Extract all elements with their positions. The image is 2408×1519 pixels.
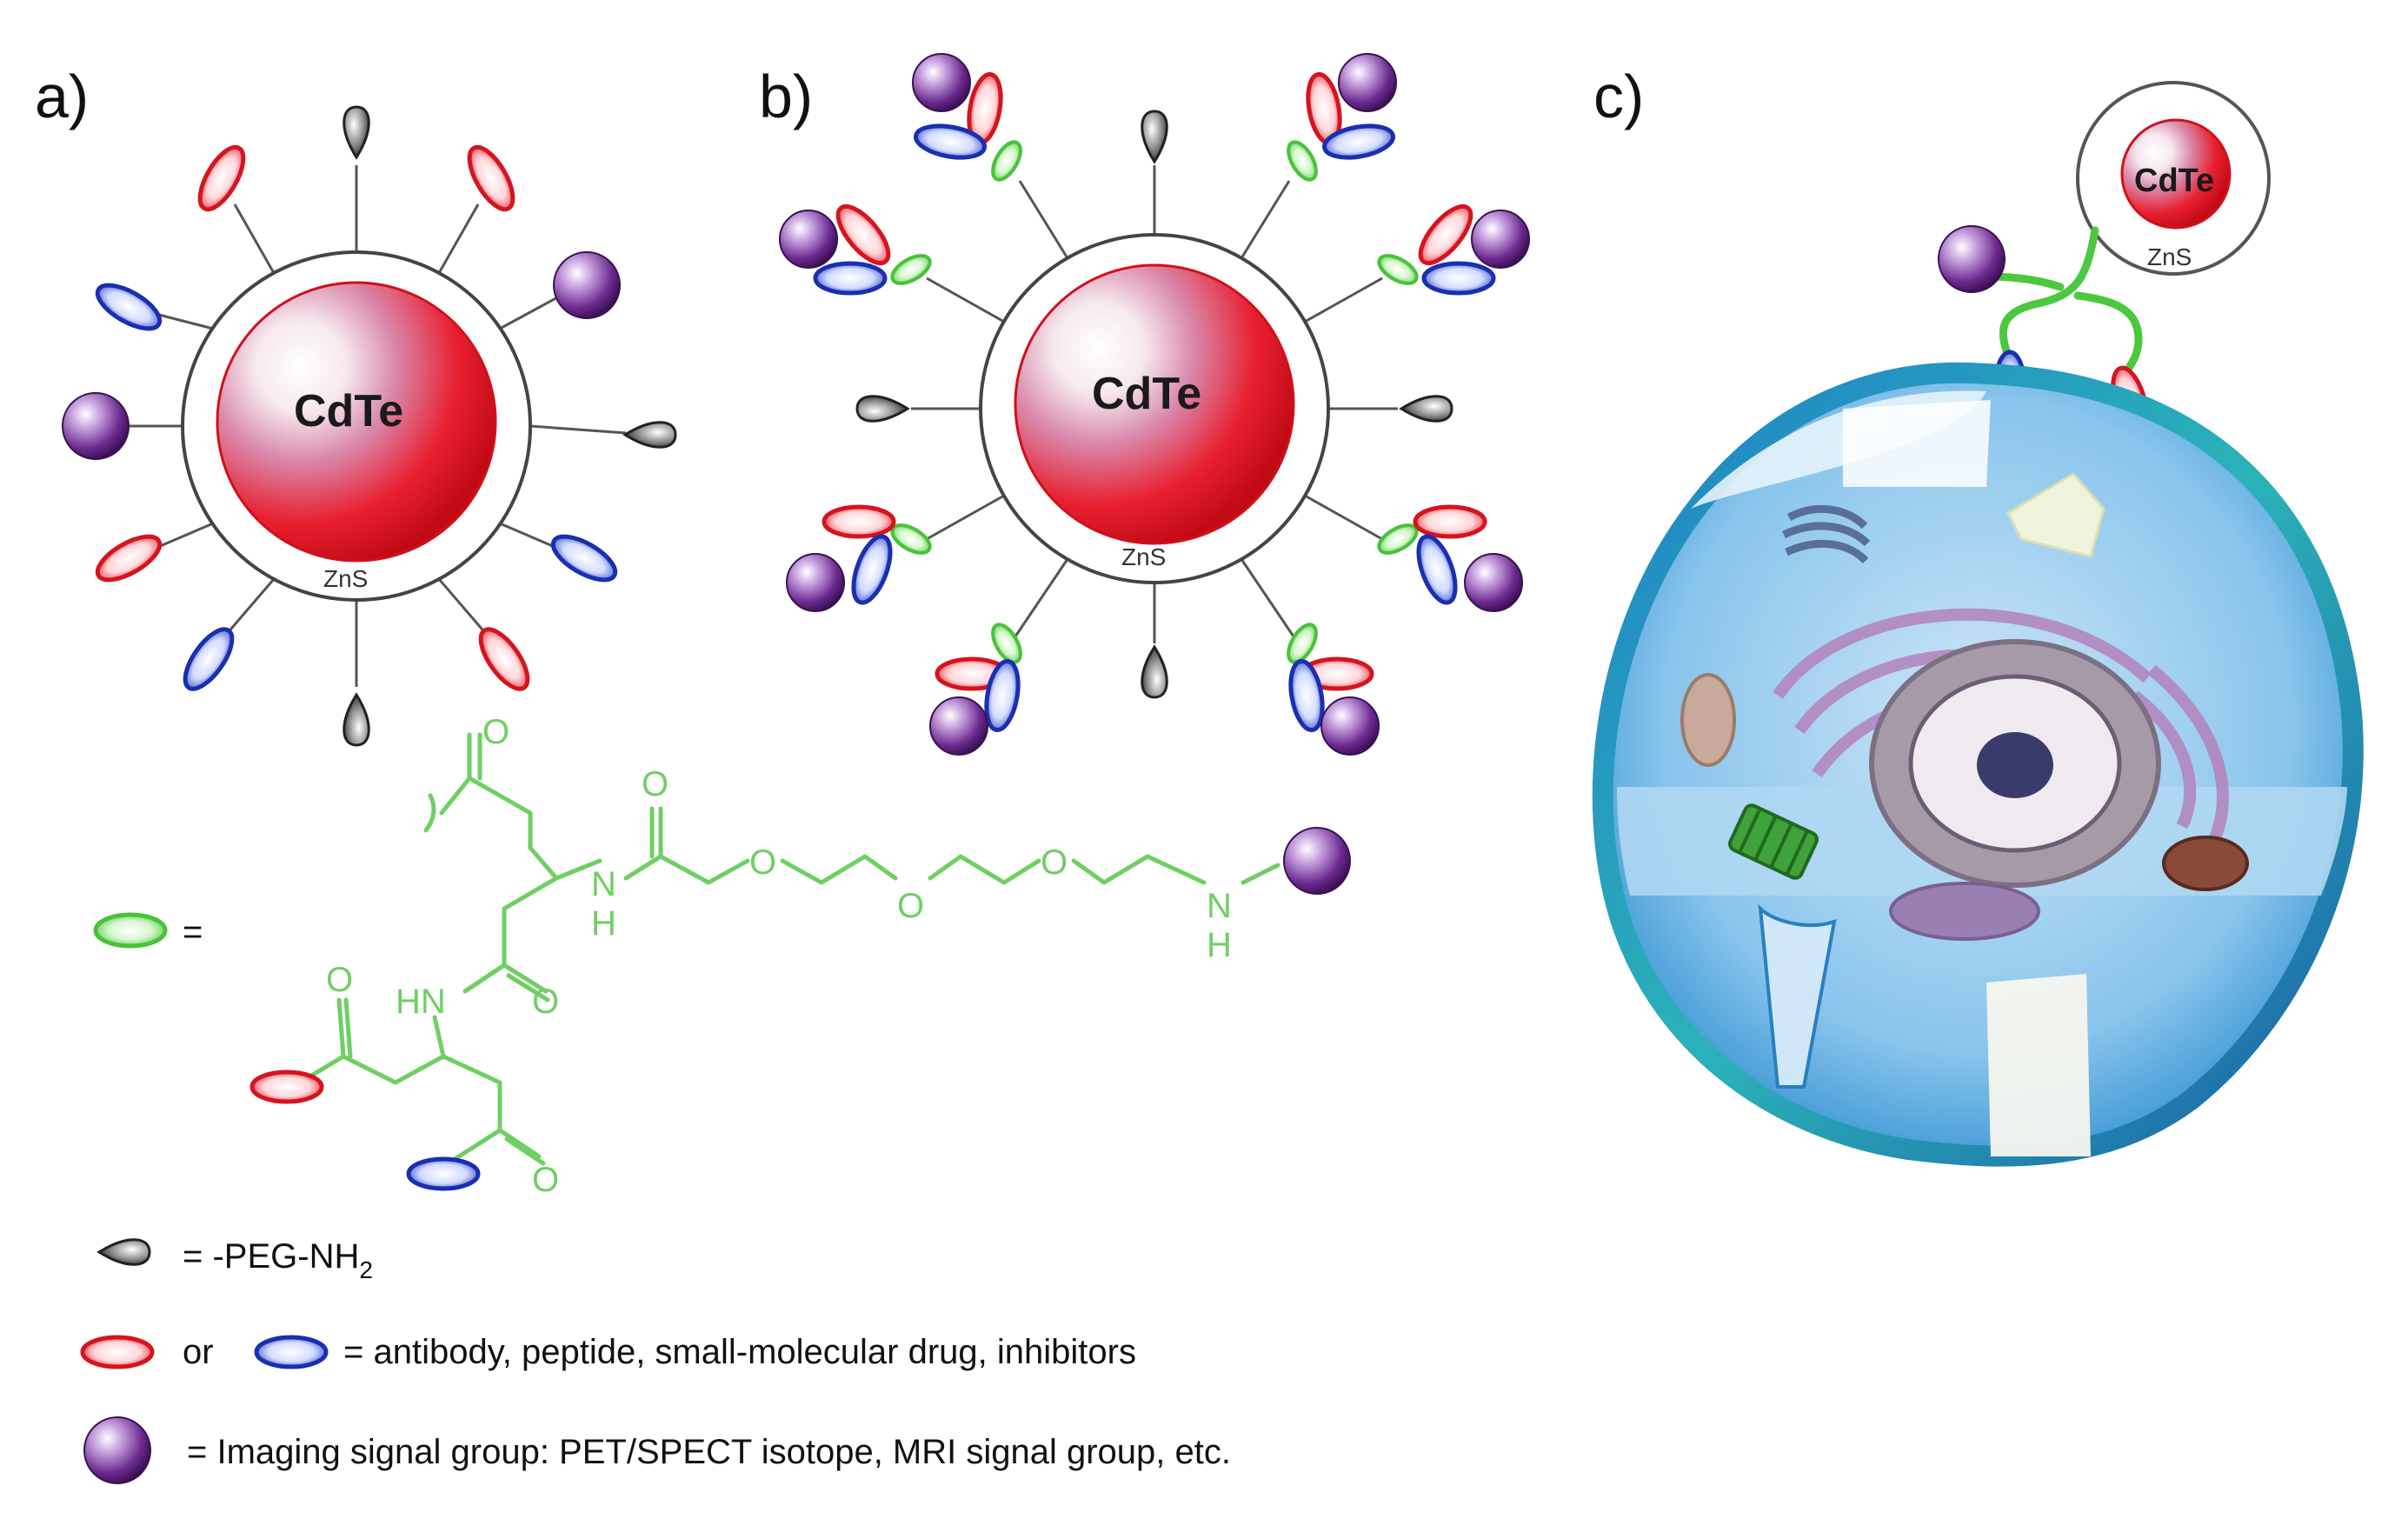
core-label-b: CdTe: [1092, 369, 1201, 419]
nanoparticle-b: CdTe ZnS: [779, 53, 1530, 756]
atom-o: O: [532, 983, 559, 1021]
linker-icon: [1373, 248, 1423, 291]
imaging-sphere-icon: [786, 553, 845, 612]
linker-icon: [985, 136, 1028, 186]
imaging-sphere-icon: [1938, 225, 2006, 293]
legend-imaging: = Imaging signal group: PET/SPECT isotop…: [83, 1416, 1231, 1484]
cdte-core-c: [2120, 118, 2232, 230]
blue-ligand-icon: [409, 1159, 478, 1189]
red-ligand-icon: [252, 1072, 322, 1102]
peg-icon: [623, 421, 677, 449]
shell-label-b: ZnS: [1121, 543, 1166, 570]
linker-cluster: [1280, 618, 1380, 756]
linker-cluster: [786, 507, 936, 612]
atom-n: N: [591, 865, 616, 903]
legend-peg-text: = -PEG-NH2: [183, 1237, 373, 1283]
peg-icon: [1400, 395, 1453, 423]
atom-n: N: [1207, 887, 1232, 925]
mitochondrion-icon: [1680, 673, 1736, 767]
linker-cluster: [779, 198, 936, 293]
imaging-sphere-icon: [1283, 827, 1351, 895]
golgi-icon: [1782, 504, 1871, 564]
legend: = -PEG-NH2 or = antibody, peptide, small…: [83, 1237, 1231, 1484]
atom-o: O: [642, 765, 669, 803]
imaging-sphere-icon: [779, 210, 838, 269]
blue-ligand-icon: [1424, 263, 1493, 293]
red-ligand-icon: [829, 198, 896, 270]
blue-ligand-icon: [846, 532, 897, 608]
imaging-sphere-icon: [929, 696, 988, 756]
red-ligand-icon: [472, 622, 536, 696]
blue-ligand-icon: [547, 528, 622, 588]
red-ligand-icon: [1412, 198, 1479, 270]
peg-icon: [343, 105, 370, 159]
peg-icon: [1141, 110, 1168, 163]
panel-c-label: c): [1593, 63, 1644, 130]
linker-cluster: [912, 53, 1028, 186]
linker-structure: =: [93, 713, 1351, 1199]
atom-o: O: [532, 1161, 559, 1199]
atom-hn: HN: [396, 983, 446, 1021]
imaging-sphere-icon: [62, 392, 130, 460]
atom-o: O: [897, 887, 924, 925]
legend-ligand-text: = antibody, peptide, small-molecular dru…: [343, 1333, 1136, 1371]
linker-icon: [886, 248, 936, 291]
blue-ligand-icon: [256, 1337, 326, 1367]
panel-a-label: a): [35, 63, 89, 130]
peg-icon: [1141, 645, 1168, 699]
legend-peg: = -PEG-NH2: [97, 1237, 373, 1283]
imaging-sphere-icon: [1471, 210, 1530, 269]
red-ligand-icon: [1415, 507, 1485, 536]
blue-ligand-icon: [1411, 532, 1462, 608]
linker-cluster: [1373, 198, 1530, 293]
atom-h: H: [1207, 926, 1232, 964]
atom-o: O: [1041, 843, 1068, 882]
legend-ligand: or = antibody, peptide, small-molecular …: [83, 1333, 1136, 1371]
mitochondrion-icon: [2162, 836, 2249, 891]
atom-o: O: [482, 713, 509, 751]
nanoparticle-a: CdTe ZnS: [62, 105, 677, 747]
blue-ligand-icon: [91, 276, 166, 336]
red-ligand-icon: [461, 141, 521, 216]
imaging-sphere-icon: [912, 53, 971, 112]
red-ligand-icon: [824, 507, 894, 536]
blue-ligand-icon: [176, 622, 241, 696]
core-label-c: CdTe: [2134, 163, 2214, 199]
linker-icon: [1280, 136, 1324, 186]
shell-label-a: ZnS: [323, 565, 368, 592]
imaging-sphere-icon: [1320, 696, 1380, 756]
cdte-core-a: [216, 281, 497, 563]
legend-imaging-text: = Imaging signal group: PET/SPECT isotop…: [187, 1433, 1231, 1471]
linker-icon: [93, 912, 168, 949]
linker-cluster: [1373, 507, 1523, 612]
linker-cluster: [1280, 53, 1397, 186]
atom-o: O: [749, 843, 776, 882]
imaging-sphere-icon: [1464, 553, 1523, 612]
blue-ligand-icon: [815, 263, 885, 293]
linker-cluster: [929, 618, 1028, 756]
atom-h: H: [591, 904, 616, 943]
core-label-a: CdTe: [294, 386, 403, 436]
shell-label-c: ZnS: [2147, 243, 2192, 270]
imaging-sphere-icon: [1338, 53, 1397, 112]
red-ligand-icon: [83, 1337, 152, 1367]
imaging-sphere-icon: [553, 251, 621, 319]
panel-b-label: b): [759, 63, 813, 130]
cell-illustration: CdTe ZnS: [1592, 81, 2364, 1167]
legend-or-text: or: [183, 1333, 214, 1371]
atom-o: O: [326, 961, 353, 999]
peg-icon: [97, 1238, 151, 1266]
centriole-icon: [1728, 803, 1819, 880]
peg-icon: [855, 395, 909, 423]
imaging-sphere-icon: [83, 1416, 151, 1484]
red-ligand-icon: [191, 141, 251, 216]
linker-equals: =: [183, 913, 203, 951]
cdte-core-b: [1014, 263, 1295, 545]
red-ligand-icon: [91, 528, 166, 588]
peg-icon: [343, 693, 370, 747]
